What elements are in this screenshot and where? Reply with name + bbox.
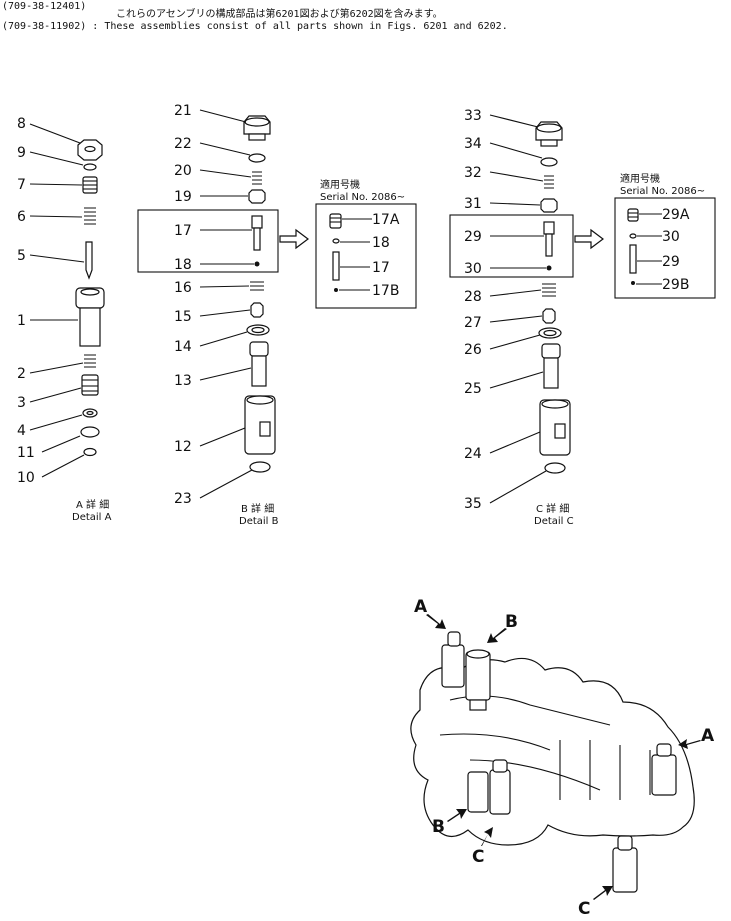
callout-7: 7	[17, 177, 26, 193]
assembly-label-b-top: B	[505, 612, 518, 632]
callout-17a: 17A	[372, 212, 400, 228]
callout-21: 21	[174, 103, 192, 119]
valve-block-assembly	[410, 631, 695, 893]
callout-2: 2	[17, 366, 26, 382]
callout-14: 14	[174, 339, 192, 355]
detail-a-caption: Detail A	[72, 512, 112, 523]
callout-23: 23	[174, 491, 192, 507]
callout-35: 35	[464, 496, 482, 512]
callout-3: 3	[17, 395, 26, 411]
callout-13: 13	[174, 373, 192, 389]
callout-27: 27	[464, 315, 482, 331]
detail-b-parts	[137, 115, 279, 473]
detail-b-leaders	[199, 109, 254, 499]
callout-12: 12	[174, 439, 192, 455]
callout-33: 33	[464, 108, 482, 124]
callout-18: 18	[174, 257, 192, 273]
header-line-2-jp: これらのアセンブリの構成部品は第6201図および第6202図を含みます。	[116, 7, 443, 20]
callout-6: 6	[17, 209, 26, 225]
detail-a-leaders	[29, 123, 85, 478]
detail-c-inset-parts	[627, 208, 662, 285]
detail-c-serial: Serial No. 2086~	[620, 186, 705, 197]
assembly-labels: A B A B C C	[414, 597, 715, 919]
callout-25: 25	[464, 381, 482, 397]
detail-c-inset-callouts: 29A 30 29 29B	[662, 207, 690, 293]
header-line-1: (709-38-12401)	[2, 1, 86, 12]
callout-29-inset: 29	[662, 254, 680, 270]
callout-10: 10	[17, 470, 35, 486]
detail-c-callouts: 33 34 32 31 29 30 28 27 26 25 24 35	[464, 108, 482, 512]
detail-c-parts	[449, 121, 574, 474]
detail-b-serial-jp: 適用号機	[320, 178, 360, 191]
detail-b-callouts: 21 22 20 19 17 18 16 15 14 13 12 23	[174, 103, 192, 507]
callout-29a: 29A	[662, 207, 690, 223]
detail-c-caption-jp: C 詳 細	[536, 502, 569, 515]
assembly-label-b-bottom: B	[432, 817, 445, 837]
assembly-label-a-right: A	[701, 726, 715, 746]
callout-17b: 17B	[372, 283, 399, 299]
detail-c-caption: Detail C	[534, 516, 574, 527]
callout-5: 5	[17, 248, 26, 264]
callout-19: 19	[174, 189, 192, 205]
detail-a-caption-jp: A 詳 細	[76, 498, 109, 511]
callout-29: 29	[464, 229, 482, 245]
callout-4: 4	[17, 423, 26, 439]
detail-c-inset-box	[614, 197, 716, 299]
callout-29b: 29B	[662, 277, 689, 293]
callout-15: 15	[174, 309, 192, 325]
detail-c-leaders	[489, 114, 547, 504]
callout-34: 34	[464, 136, 482, 152]
detail-b-caption: Detail B	[239, 516, 279, 527]
detail-b-serial: Serial No. 2086~	[320, 192, 405, 203]
callout-31: 31	[464, 196, 482, 212]
assembly-pointer-arrows	[426, 614, 701, 900]
callout-18-inset: 18	[372, 235, 390, 251]
callout-17-inset: 17	[372, 260, 390, 276]
detail-b-inset-box	[315, 203, 417, 309]
callout-16: 16	[174, 280, 192, 296]
callout-28: 28	[464, 289, 482, 305]
detail-a-callouts: 8 9 7 6 5 1 2 3 4 11 10	[17, 116, 35, 486]
detail-c-arrow	[574, 228, 604, 250]
assembly-label-c-bottom: C	[578, 899, 590, 917]
detail-c-serial-jp: 適用号機	[620, 172, 660, 185]
detail-b-caption-jp: B 詳 細	[241, 502, 274, 515]
callout-11: 11	[17, 445, 35, 461]
callout-1: 1	[17, 313, 26, 329]
callout-24: 24	[464, 446, 482, 462]
callout-30: 30	[464, 261, 482, 277]
callout-22: 22	[174, 136, 192, 152]
callout-20: 20	[174, 163, 192, 179]
detail-a-parts	[75, 139, 105, 457]
callout-17: 17	[174, 223, 192, 239]
callout-8: 8	[17, 116, 26, 132]
header-line-3: (709-38-11902) : These assemblies consis…	[2, 21, 508, 32]
callout-26: 26	[464, 342, 482, 358]
callout-30-inset: 30	[662, 229, 680, 245]
assembly-label-a-top: A	[414, 597, 428, 617]
callout-32: 32	[464, 165, 482, 181]
detail-b-inset-callouts: 17A 18 17 17B	[372, 212, 400, 299]
detail-b-inset-parts	[329, 213, 372, 292]
detail-b-arrow	[279, 228, 309, 250]
callout-9: 9	[17, 145, 26, 161]
assembly-label-c-middle: C	[472, 847, 484, 867]
